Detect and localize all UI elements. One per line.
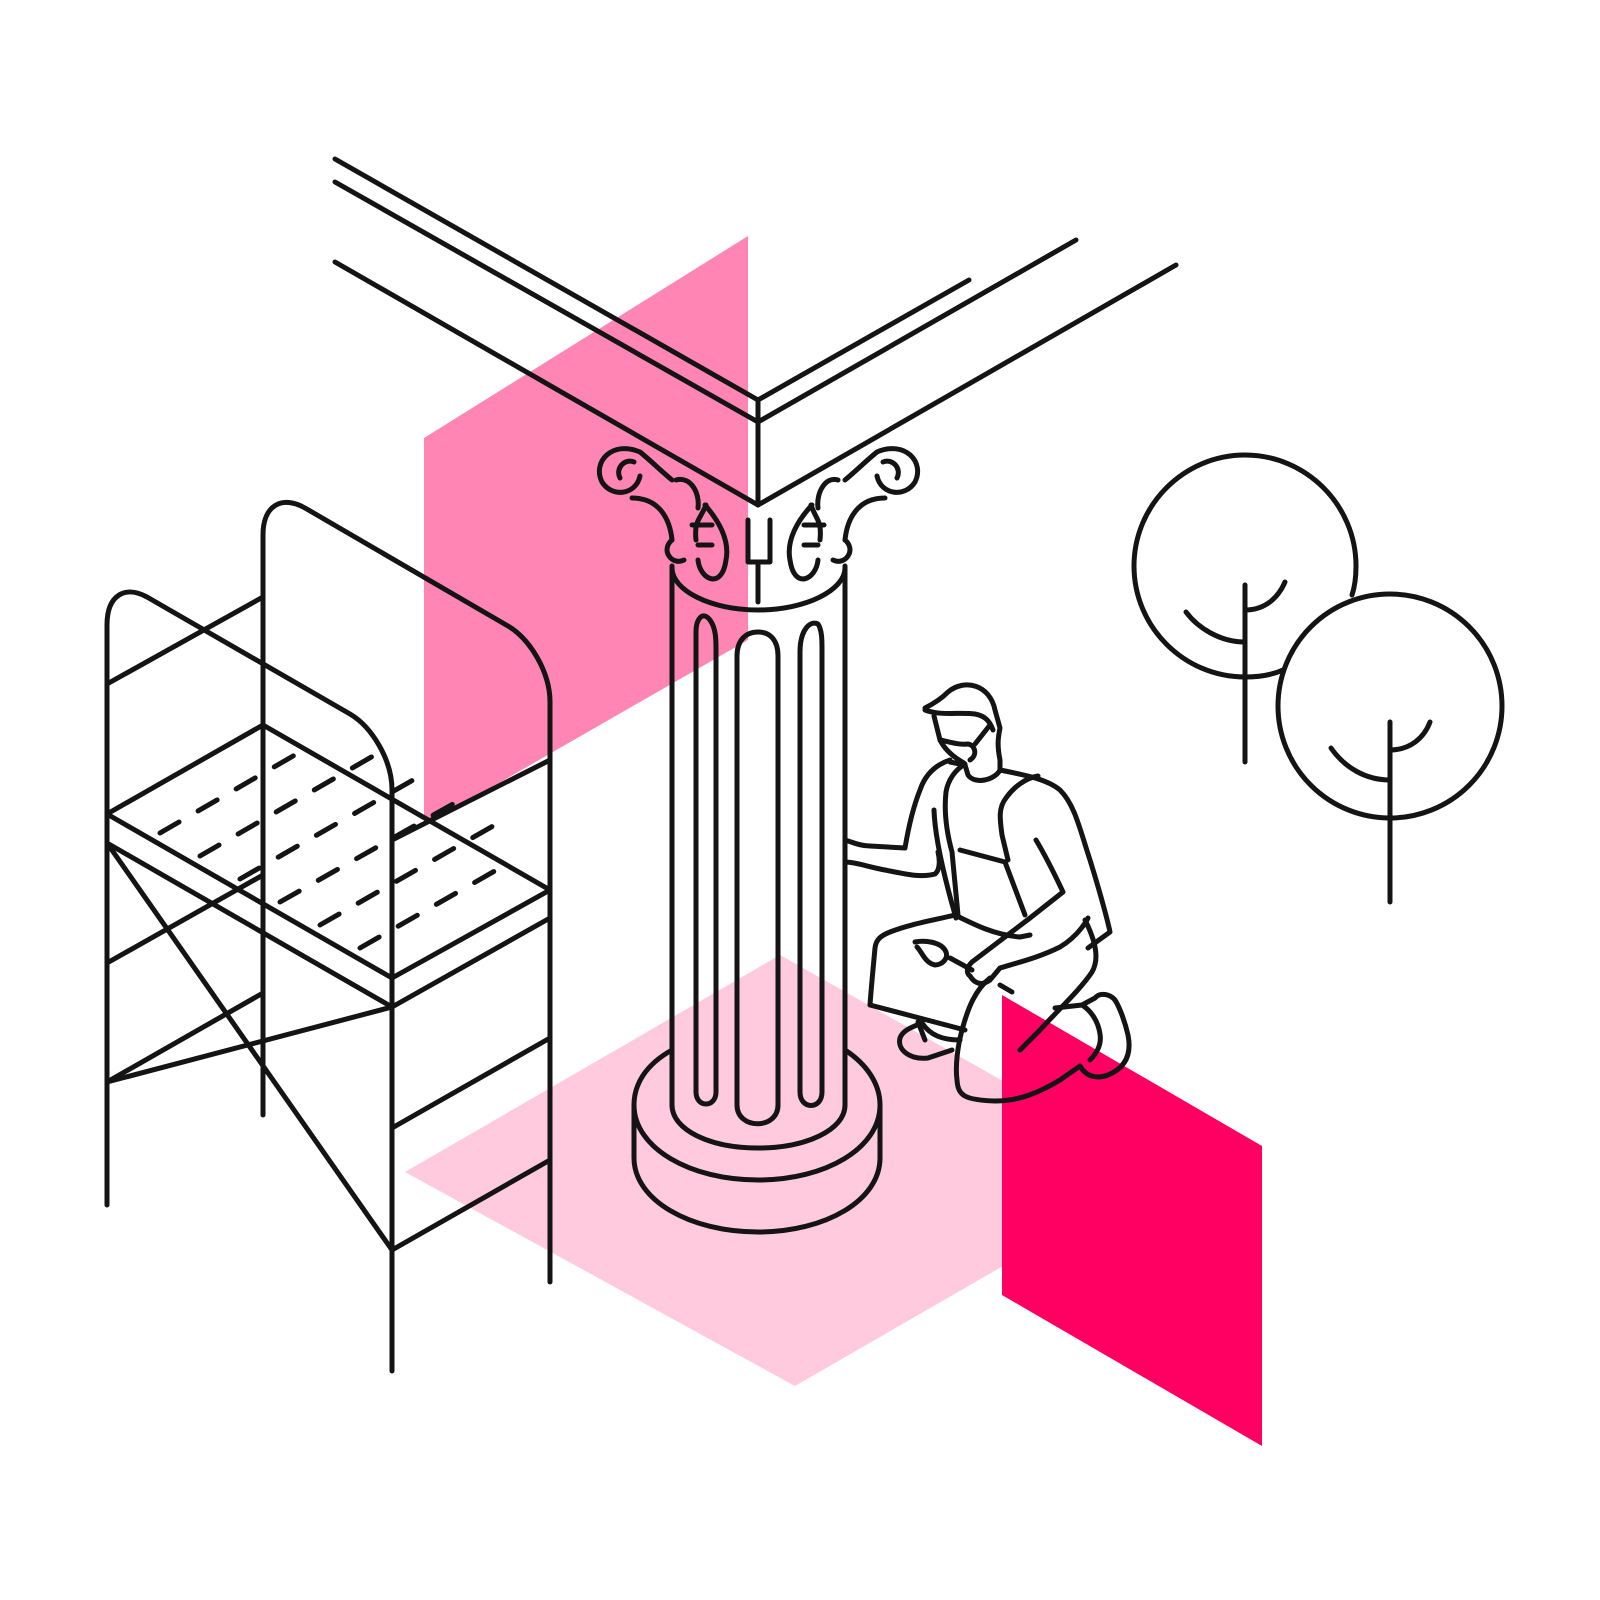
- entablature-beams: [332, 156, 1179, 508]
- tree-icon: [1131, 452, 1359, 765]
- restorer-person-icon: [842, 682, 1132, 1104]
- color-planes: [405, 236, 1262, 1446]
- tree-icon: [1275, 591, 1505, 905]
- hot-pink-floor-plane: [1002, 995, 1262, 1446]
- ionic-column-icon: [596, 446, 921, 1235]
- pink-wall-plane: [424, 236, 748, 826]
- scaffolding-icon: [104, 500, 553, 1374]
